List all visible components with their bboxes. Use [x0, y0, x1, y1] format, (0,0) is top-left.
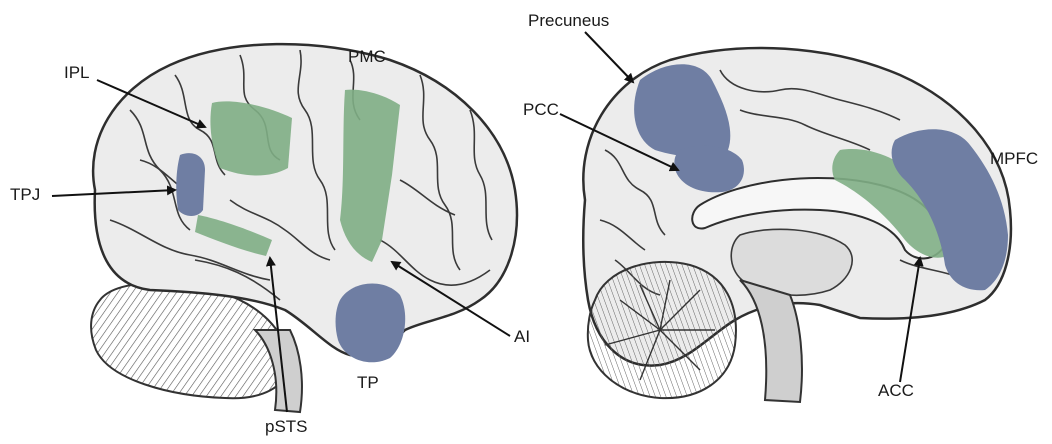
- tpj-label: TPJ: [10, 186, 40, 203]
- lateral-brain-illustration: [91, 44, 517, 412]
- tpj-region: [176, 153, 205, 216]
- tp-region: [336, 284, 406, 363]
- precuneus-arrow: [585, 32, 633, 82]
- ai-label: AI: [514, 328, 530, 345]
- pcc-label: PCC: [523, 101, 559, 118]
- pmc-label: PMC: [348, 48, 386, 65]
- psts-label: pSTS: [265, 418, 308, 435]
- acc-label: ACC: [878, 382, 914, 399]
- mpfc-label: MPFC: [990, 150, 1038, 167]
- tp-label: TP: [357, 374, 379, 391]
- precuneus-label: Precuneus: [528, 12, 609, 29]
- ipl-label: IPL: [64, 64, 90, 81]
- medial-brain-illustration: [583, 48, 1011, 402]
